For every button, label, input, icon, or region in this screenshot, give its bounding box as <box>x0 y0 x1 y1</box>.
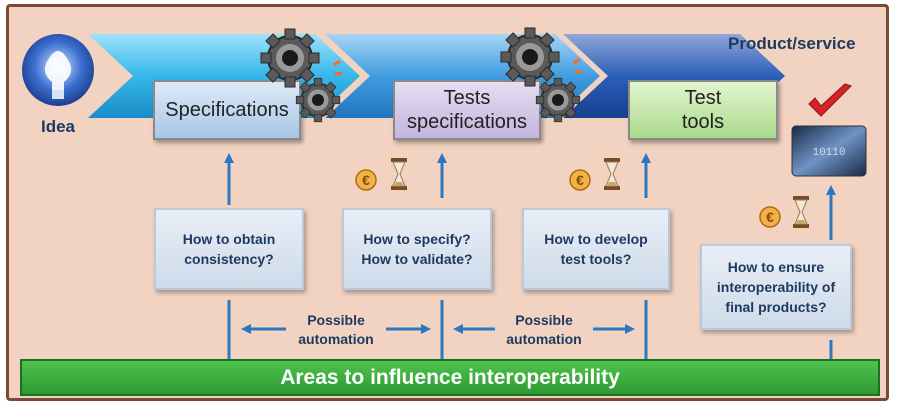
question-3-line2: test tools? <box>560 251 632 267</box>
automation-1-line2: automation <box>298 331 374 347</box>
question-3-line1: How to develop <box>544 231 648 247</box>
stage-1-line1: Specifications <box>165 99 289 121</box>
lightbulb-icon <box>22 34 94 106</box>
stage-2-line1: Tests <box>443 87 491 109</box>
question-box-consistency: How to obtain consistency? <box>154 208 304 290</box>
binary-screen-icon: 10110 <box>791 125 867 177</box>
question-box-ensure-interoperability: How to ensure interoperability of final … <box>700 244 852 330</box>
stage-2-line2: specifications <box>406 111 528 133</box>
automation-label-2: Possible automation <box>494 311 594 349</box>
question-4-line1: How to ensure <box>727 259 825 275</box>
spark-icon <box>332 58 582 75</box>
idea-label: Idea <box>40 117 76 136</box>
question-1-line1: How to obtain <box>182 231 276 247</box>
question-2-line1: How to specify? <box>363 231 471 247</box>
checkmark-icon <box>808 83 852 117</box>
automation-2-line2: automation <box>506 331 582 347</box>
question-box-develop-tools: How to develop test tools? <box>522 208 670 290</box>
product-service-label: Product/service <box>728 34 856 53</box>
stage-3-line2: tools <box>681 111 725 133</box>
svg-text:10110: 10110 <box>812 147 845 159</box>
stage-box-specifications: Specifications <box>153 80 301 140</box>
automation-2-line1: Possible <box>515 312 573 328</box>
question-2-line2: How to validate? <box>361 251 473 267</box>
interoperability-bar: Areas to influence interoperability <box>20 359 880 396</box>
stage-box-test-tools: Test tools <box>628 80 778 140</box>
stage-box-tests-specifications: Tests specifications <box>393 80 541 140</box>
automation-1-line1: Possible <box>307 312 365 328</box>
question-4-line2: interoperability of <box>716 279 836 295</box>
question-4-line3: final products? <box>725 299 827 315</box>
question-1-line2: consistency? <box>184 251 274 267</box>
automation-label-1: Possible automation <box>286 311 386 349</box>
stage-3-line1: Test <box>684 87 722 109</box>
question-box-specify-validate: How to specify? How to validate? <box>342 208 492 290</box>
